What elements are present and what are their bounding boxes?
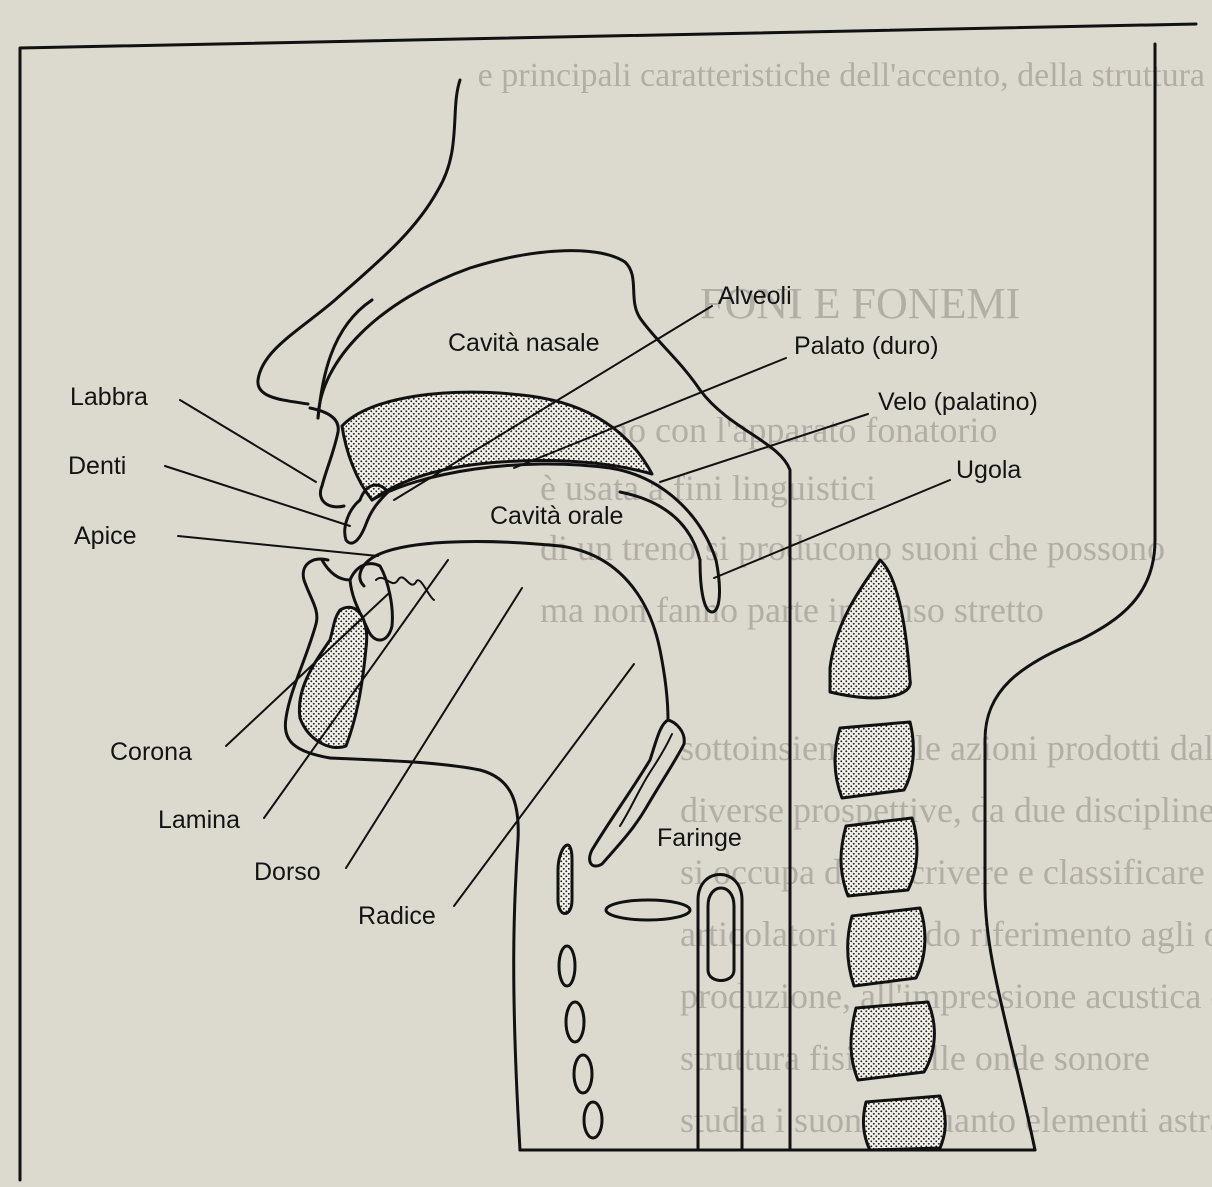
neck-front — [330, 758, 520, 1150]
label-labbra: Labbra — [70, 383, 148, 411]
label-dorso: Dorso — [254, 858, 321, 886]
leader-labbra — [180, 400, 316, 482]
label-alveoli: Alveoli — [718, 282, 792, 310]
leader-dorso — [346, 588, 522, 868]
lower-jaw — [299, 560, 392, 748]
leader-apice — [178, 536, 378, 556]
leader-denti — [165, 466, 350, 526]
bleed-line-5: sottoinsieme delle azioni prodotti dall'… — [680, 728, 1212, 768]
bleed-line-4: ma non fanno parte in senso stretto — [540, 590, 1044, 630]
larynx-cartilages — [558, 845, 602, 1138]
mandible — [299, 607, 366, 747]
leader-lamina — [264, 560, 448, 818]
nose-profile — [258, 80, 460, 404]
label-cavita-orale: Cavità orale — [490, 502, 623, 530]
label-apice: Apice — [74, 522, 137, 550]
bleed-line-8: articolatori facendo riferimento agli or… — [680, 914, 1212, 954]
label-denti: Denti — [68, 452, 126, 480]
label-cavita-nasale: Cavità nasale — [448, 329, 599, 357]
bleed-through-text: e principali caratteristiche dell'accent… — [478, 57, 1212, 1140]
label-radice: Radice — [358, 902, 436, 930]
bleed-top-line: e principali caratteristiche dell'accent… — [478, 57, 1205, 94]
nose-bridge — [318, 300, 372, 418]
label-velo: Velo (palatino) — [878, 388, 1038, 416]
bleed-line-9: produzione, all'impressione acustica che… — [680, 976, 1212, 1016]
label-corona: Corona — [110, 738, 192, 766]
vocal-fold — [606, 900, 690, 920]
label-ugola: Ugola — [956, 456, 1021, 484]
upper-lip — [310, 408, 344, 507]
label-faringe: Faringe — [657, 824, 742, 852]
bleed-line-6: diverse prospettive, da due discipline: … — [680, 790, 1212, 830]
label-palato: Palato (duro) — [794, 332, 939, 360]
bleed-line-3: di un treno si producono suoni che posso… — [540, 528, 1165, 568]
label-lamina: Lamina — [158, 806, 240, 834]
bleed-line-7: si occupa di descrivere e classificare i… — [680, 852, 1212, 892]
leader-radice — [454, 664, 634, 906]
tongue — [360, 542, 668, 720]
